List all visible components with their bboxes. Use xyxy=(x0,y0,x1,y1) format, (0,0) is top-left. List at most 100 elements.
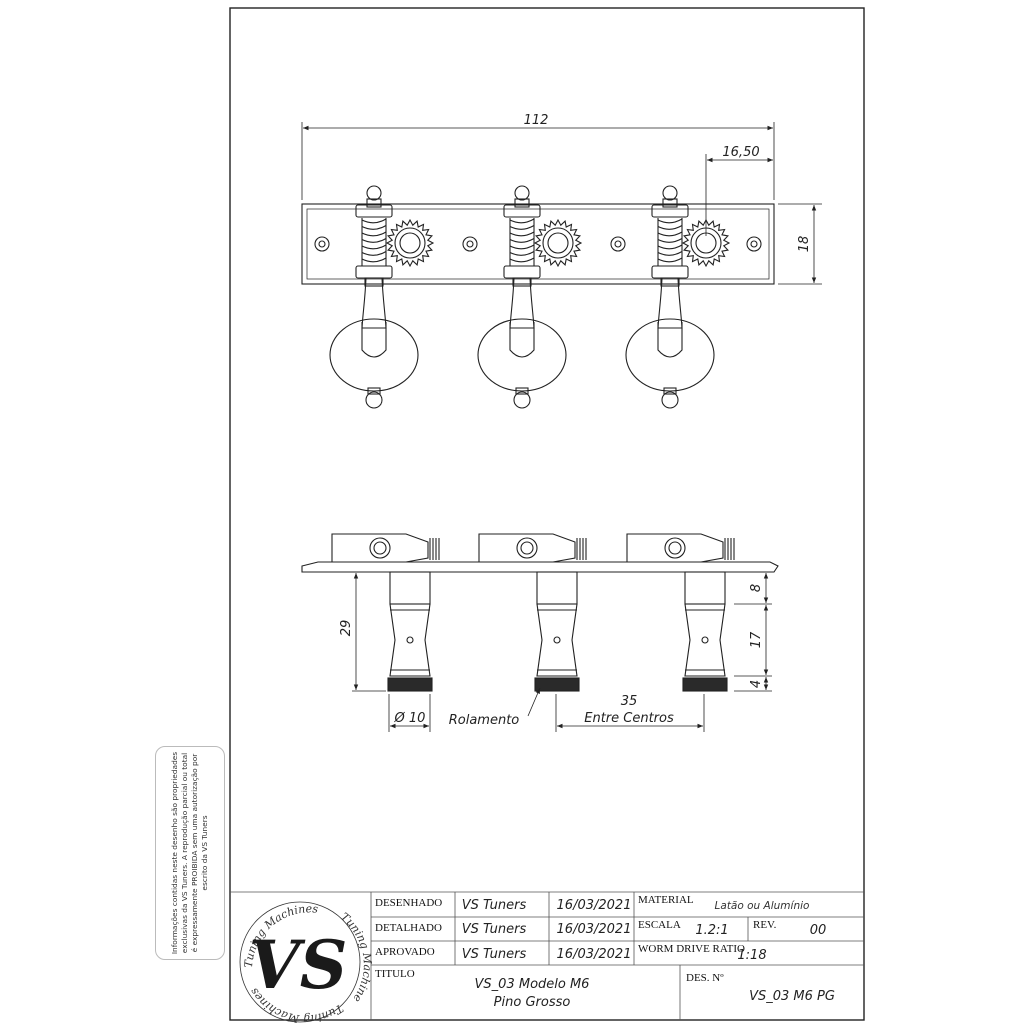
detalhado-label: DETALHADO xyxy=(375,922,442,934)
tuner-unit-top xyxy=(477,185,583,409)
worm-gear xyxy=(385,218,435,268)
worm-ratio-value: 1:18 xyxy=(737,948,766,963)
copyright-notice: Informações contidas neste desenho são p… xyxy=(155,746,225,960)
knob-end-neck xyxy=(663,387,677,395)
knob-side-hole-inner xyxy=(373,541,387,555)
mounting-hole xyxy=(610,236,626,252)
worm-gear xyxy=(681,218,731,268)
knob-side-hole-inner xyxy=(668,541,682,555)
post-upper xyxy=(389,571,431,605)
aprovado-by: VS Tuners xyxy=(462,947,527,962)
roller-callout: Rolamento xyxy=(449,713,520,728)
gear-ring xyxy=(542,227,574,259)
dimension-spacing-label: Entre Centros xyxy=(584,711,674,726)
rev-value: 00 xyxy=(810,923,827,938)
worm-thread xyxy=(657,244,683,250)
tuner-unit-side xyxy=(478,533,587,692)
shaft-collar xyxy=(512,277,532,287)
knob-end-neck xyxy=(515,387,529,395)
knob-end-finial xyxy=(513,391,531,409)
post-barrel xyxy=(389,603,431,677)
worm-thread xyxy=(361,218,387,224)
worm-thread xyxy=(657,238,683,243)
dimension-post-lower: 4 xyxy=(749,680,764,688)
finial-top xyxy=(514,185,530,201)
worm-thread xyxy=(509,257,535,263)
worm-thread xyxy=(509,251,535,256)
gear-hub xyxy=(547,232,569,254)
bracket-bottom xyxy=(503,265,541,279)
desenhado-by: VS Tuners xyxy=(462,898,527,913)
tuning-knob xyxy=(625,318,715,392)
mounting-hole-inner xyxy=(318,240,326,248)
finial-top xyxy=(662,185,678,201)
tuner-unit-side xyxy=(626,533,735,692)
tuning-knob xyxy=(477,318,567,392)
rev-label: REV. xyxy=(753,919,777,931)
mounting-hole-inner xyxy=(614,240,622,248)
tuner-units-side xyxy=(331,533,735,692)
dimension-overall-length: 112 xyxy=(524,113,549,128)
finial-neck xyxy=(366,198,382,208)
material-value: Latão ou Alumínio xyxy=(715,900,810,912)
knob-insert xyxy=(657,322,683,358)
string-hole xyxy=(553,636,561,644)
material-label: MATERIAL xyxy=(638,894,694,906)
knob-end-neck xyxy=(367,387,381,395)
titulo-label: TITULO xyxy=(375,968,415,980)
tuner-unit-top xyxy=(625,185,731,409)
finial-neck xyxy=(514,198,530,208)
bracket-top xyxy=(355,204,393,218)
title-block xyxy=(230,891,864,1020)
knob-insert xyxy=(509,322,535,358)
worm-thread xyxy=(657,225,683,230)
worm-thread xyxy=(509,218,535,224)
finial-neck xyxy=(662,198,678,208)
escala-label: ESCALA xyxy=(638,919,681,931)
gear-ring xyxy=(394,227,426,259)
bracket-bottom xyxy=(355,265,393,279)
top-dimensions xyxy=(301,122,822,285)
roller-bushing xyxy=(387,677,433,692)
side-view xyxy=(301,561,779,573)
knob-side-hole-inner xyxy=(520,541,534,555)
worm-thread xyxy=(361,238,387,243)
worm-thread xyxy=(509,244,535,250)
detalhado-by: VS Tuners xyxy=(462,922,527,937)
mounting-hole-inner xyxy=(750,240,758,248)
desenhado-label: DESENHADO xyxy=(375,897,442,909)
logo-monogram: VS xyxy=(249,926,348,1004)
logo-arc-text-right: Tuning Machines xyxy=(0,0,374,1005)
worm-thread xyxy=(657,257,683,263)
tuner-units-top xyxy=(314,185,762,409)
mounting-hole-inner xyxy=(466,240,474,248)
worm-thread xyxy=(657,218,683,224)
string-hole xyxy=(701,636,709,644)
worm-ratio-label: WORM DRIVE RATIO xyxy=(638,943,745,955)
dimension-edge-to-center: 16,50 xyxy=(722,145,759,160)
des-number-label: DES. Nº xyxy=(686,972,724,984)
bracket-top xyxy=(503,204,541,218)
roller-bushing xyxy=(682,677,728,692)
worm-thread xyxy=(509,238,535,243)
dimension-post-middle: 17 xyxy=(749,631,764,648)
shaft-collar xyxy=(660,277,680,287)
worm-thread xyxy=(361,244,387,250)
knob-side-hole xyxy=(516,537,538,559)
worm-thread xyxy=(361,231,387,237)
shaft-collar xyxy=(364,277,384,287)
dimension-post-diameter: Ø 10 xyxy=(394,711,426,726)
dimension-post-height: 29 xyxy=(339,620,354,637)
gear-hub xyxy=(399,232,421,254)
aprovado-date: 16/03/2021 xyxy=(557,947,632,962)
des-number-value: VS_03 M6 PG xyxy=(749,989,835,1004)
dimension-spacing-value: 35 xyxy=(621,694,638,709)
mounting-hole xyxy=(314,236,330,252)
mounting-plate xyxy=(301,203,775,285)
worm-thread xyxy=(509,231,535,237)
mounting-hole xyxy=(462,236,478,252)
escala-value: 1.2:1 xyxy=(695,923,728,938)
worm-thread xyxy=(657,231,683,237)
desenhado-date: 16/03/2021 xyxy=(557,898,632,913)
